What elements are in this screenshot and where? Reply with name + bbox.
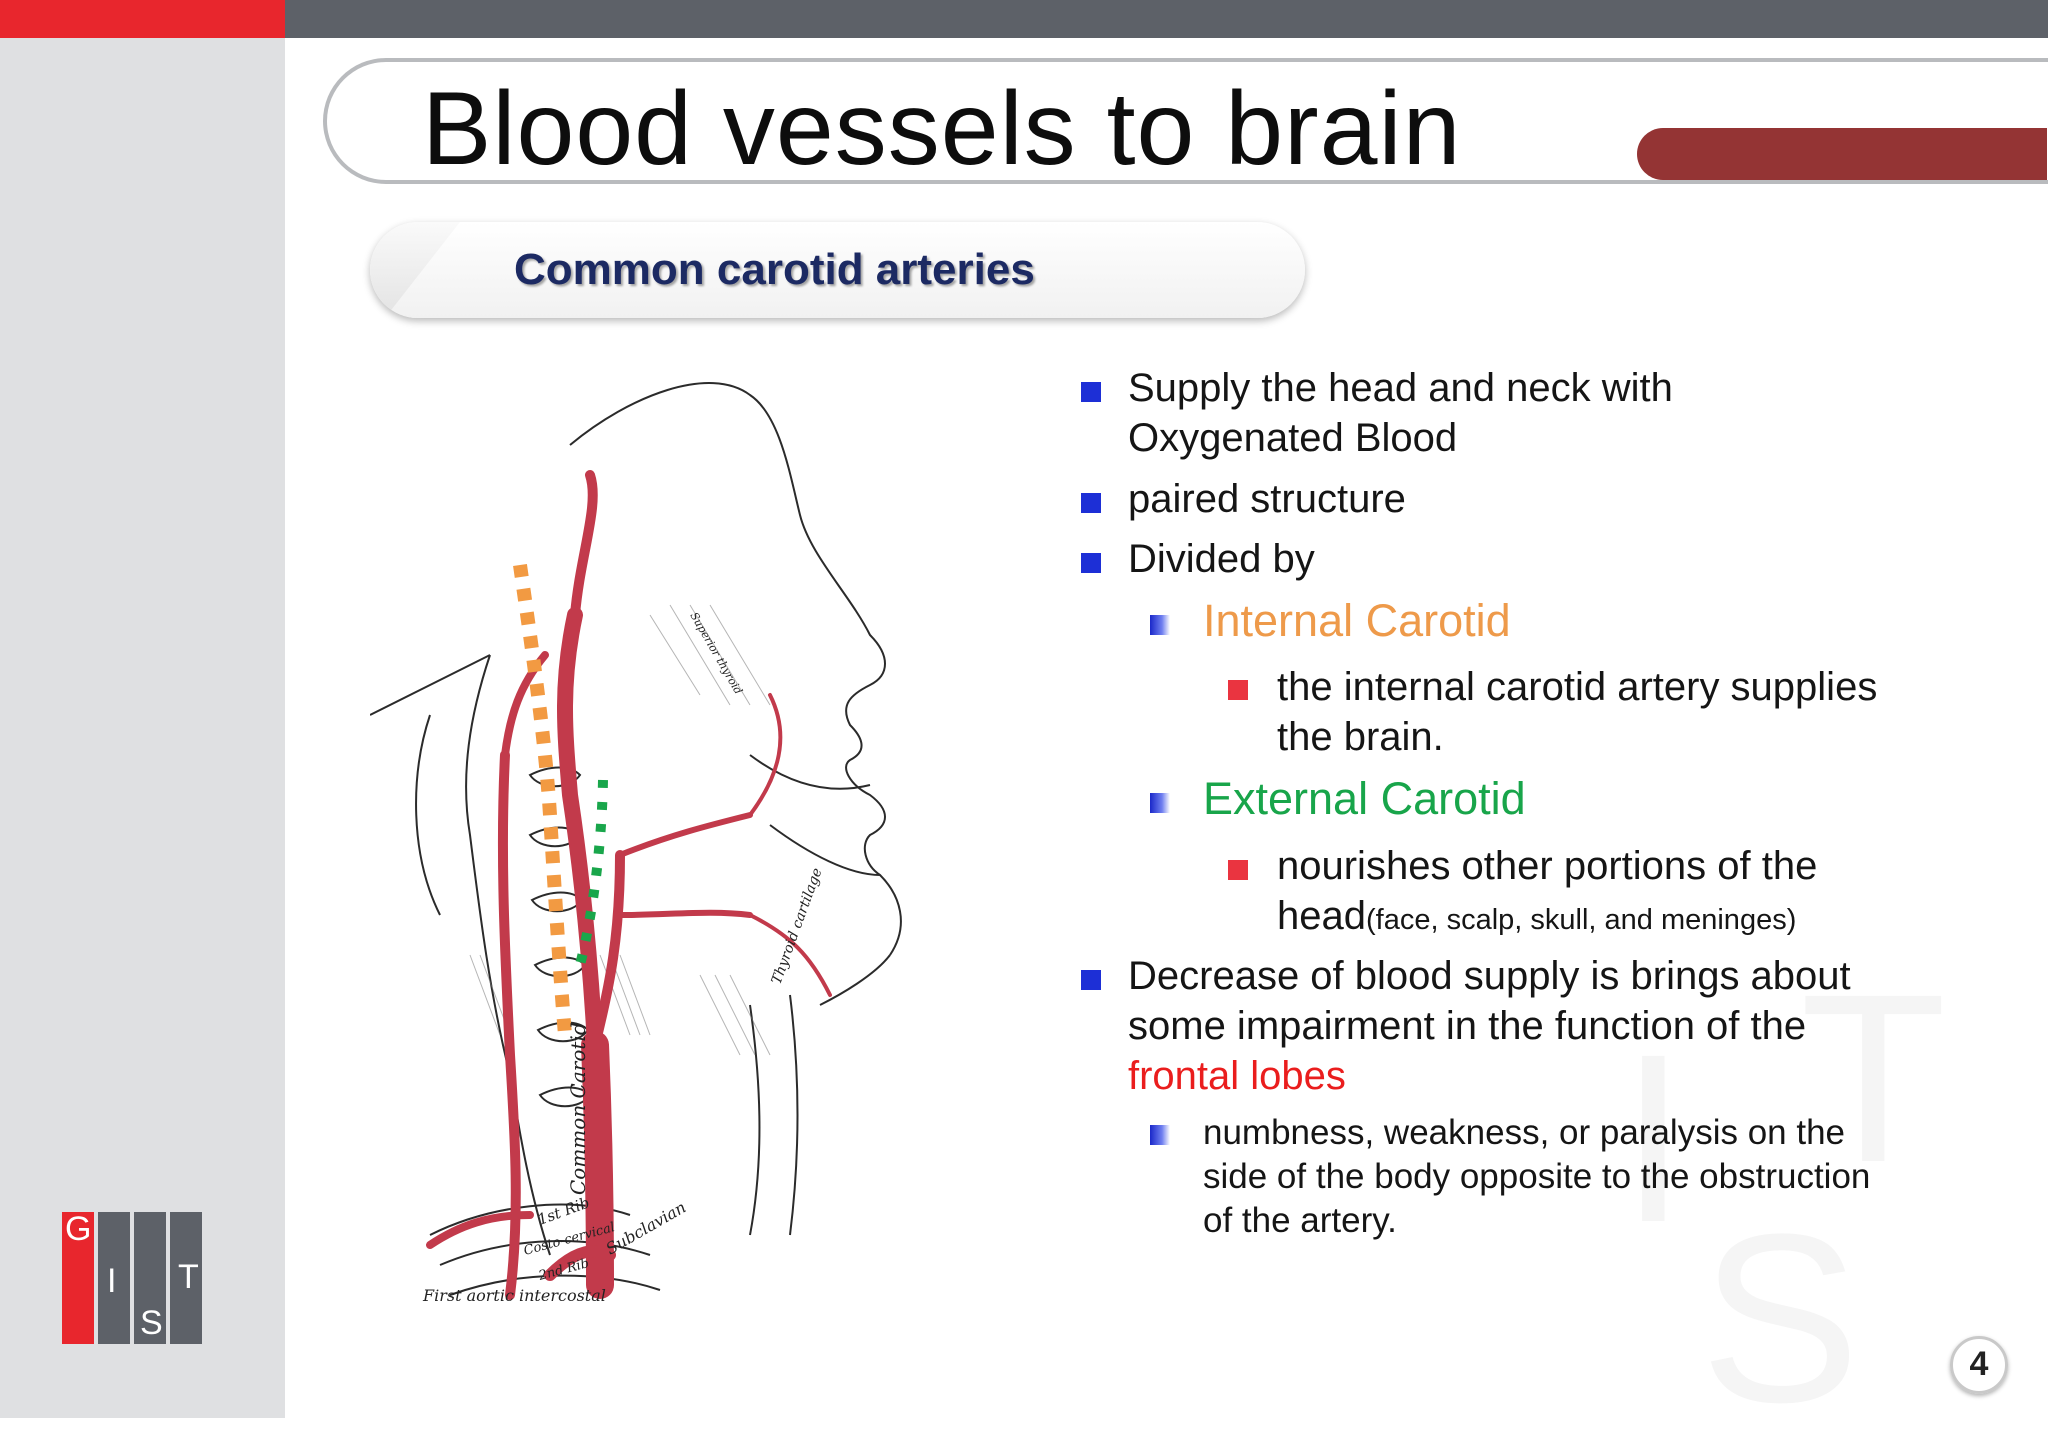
external-carotid-label: External Carotid (1203, 773, 1526, 824)
header-red-block (0, 0, 285, 38)
bullet-supply-line1: Supply the head and neck with (1128, 366, 1673, 410)
label-common-carotid: Common Carotid (566, 1022, 590, 1195)
watermark-letter-s: S (1700, 1184, 1861, 1452)
decrease-frontal-lobes: frontal lobes (1128, 1054, 1346, 1098)
watermark-letter-t: T (1800, 944, 1947, 1212)
decrease-line2: some impairment in the function of the (1128, 1004, 1807, 1048)
sub-bullet-marker (1150, 615, 1170, 635)
bullet-marker (1081, 493, 1101, 513)
slide-title: Blood vessels to brain (422, 71, 1462, 187)
external-desc-line1: nourishes other portions of the (1277, 844, 1818, 888)
internal-desc-line1: the internal carotid artery supplies (1277, 665, 1878, 709)
external-desc-head: head (1277, 894, 1366, 938)
bullet-marker (1081, 970, 1101, 990)
external-desc-line2: head(face, scalp, skull, and meninges) (1277, 891, 1796, 945)
internal-carotid-label: Internal Carotid (1203, 595, 1511, 646)
decrease-line1: Decrease of blood supply is brings about (1128, 954, 1851, 998)
page-number: 4 (1950, 1336, 2008, 1394)
bullet-divided-text: Divided by (1128, 537, 1315, 581)
neck-artery-illustration: Common Carotid Subclavian 1st Rib Costo-… (370, 382, 902, 1305)
sub-bullet-marker (1150, 1125, 1170, 1145)
sub-bullet-marker (1150, 793, 1170, 813)
illustration-caption: First aortic intercostal (422, 1286, 606, 1305)
bullet-paired-text: paired structure (1128, 477, 1406, 521)
label-first-rib: 1st Rib (535, 1193, 592, 1228)
label-subclavian: Subclavian (603, 1197, 690, 1258)
detail-bullet-marker (1228, 860, 1248, 880)
external-desc-examples: (face, scalp, skull, and meninges) (1365, 904, 1797, 936)
label-superior-thyroid: Superior thyroid (687, 610, 745, 697)
internal-desc-line2: the brain. (1277, 715, 1444, 759)
logo-letter-s: S (140, 1304, 163, 1342)
symptoms-line3: of the artery. (1203, 1201, 1397, 1240)
subtitle-banner (370, 222, 1305, 318)
bullet-marker (1081, 553, 1101, 573)
logo-letter-g: G (65, 1210, 92, 1248)
bullet-supply-line2: Oxygenated Blood (1128, 416, 1458, 460)
detail-bullet-marker (1228, 680, 1248, 700)
label-thyroid-cartilage: Thyroid cartilage (769, 866, 826, 986)
bullet-marker (1081, 382, 1101, 402)
logo-letter-i: I (107, 1262, 117, 1300)
slide-subtitle: Common carotid arteries (514, 245, 1035, 294)
watermark-letter-i: I (1620, 1004, 1687, 1272)
symptoms-line1: numbness, weakness, or paralysis on the (1203, 1113, 1845, 1152)
title-accent-pill (1637, 128, 2047, 180)
left-side-panel (0, 0, 285, 1418)
gist-logo: G I S T (62, 1210, 204, 1344)
title-frame (323, 58, 2048, 184)
symptoms-line2: side of the body opposite to the obstruc… (1203, 1157, 1871, 1196)
logo-letter-t: T (178, 1258, 199, 1296)
header-gray-bar (285, 0, 2048, 38)
